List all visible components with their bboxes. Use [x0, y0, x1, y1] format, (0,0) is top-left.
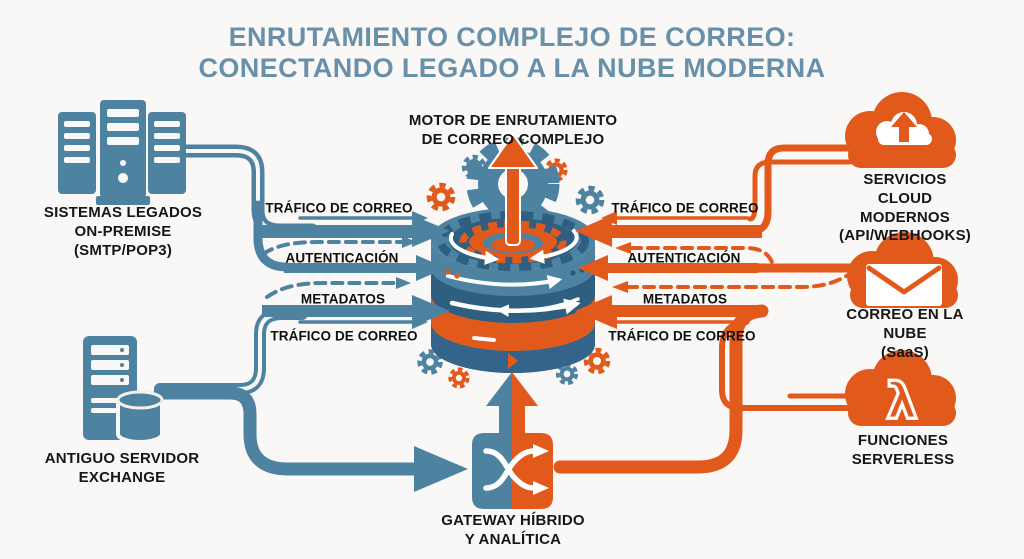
gear-icon [417, 349, 443, 375]
gear-icon [575, 185, 605, 215]
page-title: ENRUTAMIENTO COMPLEJO DE CORREO: CONECTA… [0, 22, 1024, 85]
legacy-flow-arrows [261, 211, 450, 329]
server-database-icon [83, 336, 164, 444]
gear-icon [448, 367, 470, 389]
cloud-upload-icon [845, 92, 956, 168]
routing-engine-label: MOTOR DE ENRUTAMIENTO DE CORREO COMPLEJO [408, 112, 618, 148]
mail-traffic-arrow-right [575, 215, 762, 247]
flow-label-auth-right: AUTENTICACIÓN [627, 250, 741, 266]
metadata-arrow-left [262, 295, 450, 327]
routing-engine-icon [431, 133, 595, 373]
legacy-systems-label: SISTEMAS LEGADOS ON-PREMISE (SMTP/POP3) [43, 204, 203, 259]
cloud-services-label: SERVICIOS CLOUD MODERNOS (API/WEBHOOKS) [839, 171, 971, 245]
gear-icon [426, 182, 456, 212]
flow-label-mail-traffic-right-top: TRÁFICO DE CORREO [611, 200, 759, 216]
server-rack-icon [58, 100, 186, 205]
flow-label-mail-traffic-left-top: TRÁFICO DE CORREO [265, 200, 413, 216]
flow-label-mail-traffic-right-bottom: TRÁFICO DE CORREO [608, 328, 756, 344]
mail-traffic-arrow-left [262, 215, 450, 247]
cloud-lambda-icon: λ [845, 350, 956, 432]
cloud-flow-arrows [575, 211, 762, 329]
auth-arrow-right [578, 255, 758, 281]
gateway-label: GATEWAY HÍBRIDO Y ANALÍTICA [441, 512, 585, 548]
exchange-server-label: ANTIGUO SERVIDOR EXCHANGE [44, 450, 200, 486]
gateway-input-arrowhead [414, 446, 468, 492]
shuffle-arrows-icon [472, 433, 553, 509]
serverless-label: FUNCIONES SERVERLESS [851, 432, 955, 468]
auth-arrow-left [284, 255, 446, 281]
svg-text:λ: λ [886, 372, 918, 430]
gateway-to-engine-arrow [486, 372, 538, 433]
flow-label-mail-traffic-left-bottom: TRÁFICO DE CORREO [270, 328, 418, 344]
up-arrow-icon [488, 133, 538, 246]
flow-label-auth-left: AUTENTICACIÓN [285, 250, 399, 266]
flow-label-metadata-left: METADATOS [300, 291, 386, 307]
flow-label-metadata-right: METADATOS [642, 291, 728, 307]
title-line-2: CONECTANDO LEGADO A LA NUBE MODERNA [198, 53, 826, 84]
cloud-mail-label: CORREO EN LA NUBE (SaaS) [846, 306, 964, 361]
gear-icon [583, 347, 611, 375]
cloud-envelope-icon [847, 232, 958, 308]
metadata-arrow-right [575, 295, 762, 327]
title-line-1: ENRUTAMIENTO COMPLEJO DE CORREO: [228, 22, 796, 52]
